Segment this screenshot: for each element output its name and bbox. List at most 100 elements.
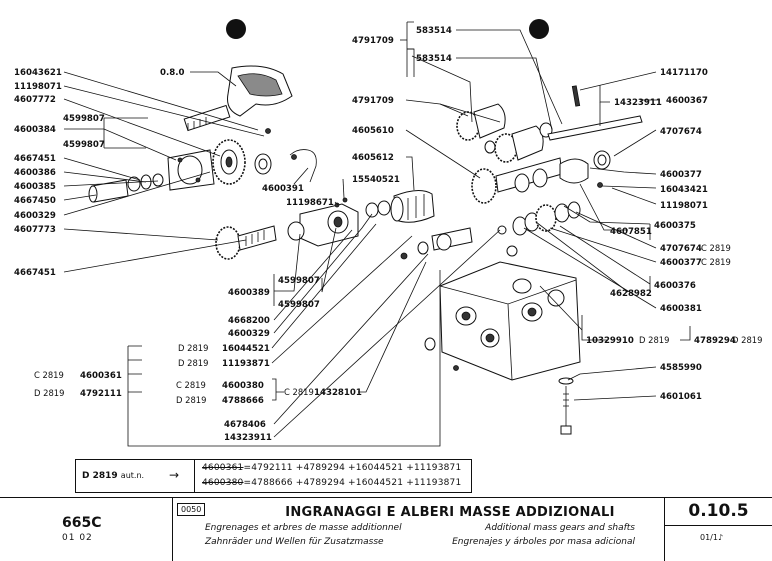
label-14323911-left: 14323911: [224, 433, 272, 443]
label-16044521: 16044521: [222, 344, 270, 354]
crankshaft-drawing: [183, 65, 293, 132]
pin-4678406-drawing: [400, 225, 507, 260]
label-4607773: 4607773: [14, 225, 56, 235]
label-4599807-a: 4599807: [63, 114, 105, 124]
label-4788666: 4788666: [222, 396, 264, 406]
label-14328101: 14328101: [314, 388, 362, 398]
flange-hub-drawing: [167, 149, 215, 191]
label-10329910: 10329910: [586, 336, 634, 346]
label-c2819-4707674: C 2819: [701, 243, 731, 253]
bearing-4600377-drawing: [559, 158, 603, 188]
title-german: Zahnräder und Wellen für Zusatzmasse: [205, 537, 384, 547]
notes-tag: D 2819 aut.n.: [82, 471, 144, 481]
label-583514-a: 583514: [416, 26, 452, 36]
replacement-parts-row-1: =4792111 +4789294 +16044521 +11193871: [243, 463, 462, 473]
label-4600375: 4600375: [654, 221, 696, 231]
supersession-notes-box: D 2819 aut.n. → 4600361=4792111 +4789294…: [75, 459, 472, 493]
label-d2819-4792111: D 2819: [34, 388, 64, 398]
label-d2819-4788666: D 2819: [176, 395, 206, 405]
bolt-4601061-drawing: [558, 377, 574, 435]
label-080: 0.8.0: [160, 68, 184, 78]
gearbox-housing-drawing: [424, 245, 581, 381]
label-4667450: 4667450: [14, 196, 56, 206]
title-spanish: Engrenajes y árboles por masa adicional: [452, 537, 635, 547]
gear-4607772-drawing: [212, 139, 246, 185]
model-variant: 01 02: [62, 533, 93, 543]
label-4600367: 4600367: [666, 96, 708, 106]
label-c2819-4600377: C 2819: [701, 257, 731, 267]
shaft-4667450-drawing: [88, 173, 164, 203]
label-d2819-11193871: D 2819: [178, 358, 208, 368]
title-block: 665C 01 02 0050 INGRANAGGI E ALBERI MASS…: [0, 497, 772, 561]
title-block-divider-right: [664, 498, 665, 561]
label-4600381: 4600381: [660, 304, 702, 314]
sleeve-4605612-drawing: [390, 190, 435, 223]
shaft-14323911-drawing: [547, 85, 643, 170]
label-4792111: 4792111: [80, 389, 122, 399]
label-4628982: 4628982: [610, 289, 652, 299]
label-c2819-4600380: C 2819: [176, 380, 206, 390]
label-4607851: 4607851: [610, 227, 652, 237]
right-arrow-icon: →: [169, 468, 180, 482]
superseded-part-4600380: 4600380: [202, 478, 244, 488]
label-4789294: 4789294: [694, 336, 736, 346]
label-16043621: 16043621: [14, 68, 62, 78]
label-4600361: 4600361: [80, 371, 122, 381]
label-4607772: 4607772: [14, 95, 56, 105]
label-d2819-16044521: D 2819: [178, 343, 208, 353]
notes-divider: [194, 460, 195, 492]
label-4600385: 4600385: [14, 182, 56, 192]
label-4599807-c: 4599807: [278, 276, 320, 286]
label-15540521: 15540521: [352, 175, 400, 185]
label-4600376: 4600376: [654, 281, 696, 291]
label-4667451-bottom: 4667451: [14, 268, 56, 278]
label-4707674-bottom: 4707674: [660, 244, 702, 254]
part-labels: 16043621 11198071 4607772 4600384 459980…: [14, 26, 762, 443]
label-4585990: 4585990: [660, 363, 702, 373]
superseded-part-4600361: 4600361: [202, 463, 244, 473]
label-4600386: 4600386: [14, 168, 56, 178]
notes-tag-code: D 2819: [82, 471, 118, 481]
gear-stack-4707674-drawing: [512, 201, 581, 236]
section-code: 0050: [177, 503, 206, 516]
label-d2819-10329910: D 2819: [639, 335, 669, 345]
title-english: Additional mass gears and shafts: [485, 523, 635, 533]
label-11198071-left: 11198071: [14, 82, 62, 92]
label-4600389: 4600389: [228, 288, 270, 298]
label-c2819-14328101: C 2819: [284, 387, 314, 397]
label-4599807-b: 4599807: [63, 140, 105, 150]
balancer-gear-4791709-drawing: [456, 103, 553, 163]
title-french: Engrenages et arbres de masse additionne…: [205, 523, 402, 533]
exploded-parts-diagram: 16043621 11198071 4607772 4600384 459980…: [14, 19, 762, 447]
label-4605612: 4605612: [352, 153, 394, 163]
notes-tag-suffix: aut.n.: [120, 471, 145, 480]
label-583514-b: 583514: [416, 54, 452, 64]
page-code: 0.10.5: [688, 501, 749, 521]
gear-4607773-drawing: [215, 225, 277, 260]
label-4707674-top: 4707674: [660, 127, 702, 137]
supersession-row-1: 4600361=4792111 +4789294 +16044521 +1119…: [202, 463, 461, 473]
label-4600391: 4600391: [262, 184, 304, 194]
label-4600329-center: 4600329: [228, 329, 270, 339]
label-14171170: 14171170: [660, 68, 708, 78]
page-number: 01/1♪: [700, 533, 724, 542]
gear-4605610-drawing: [471, 157, 563, 204]
label-d2819-4789294: D 2819: [732, 335, 762, 345]
label-4599807-d: 4599807: [278, 300, 320, 310]
leader-lines: [63, 21, 691, 447]
registration-dot-right: [529, 19, 549, 39]
label-4600377-bottom: 4600377: [660, 258, 702, 268]
page-title: INGRANAGGI E ALBERI MASSE ADDIZIONALI: [285, 505, 615, 520]
label-11198671: 11198671: [286, 198, 334, 208]
label-4668200: 4668200: [228, 316, 270, 326]
label-4605610: 4605610: [352, 126, 394, 136]
label-4678406: 4678406: [224, 420, 266, 430]
label-4667451-top: 4667451: [14, 154, 56, 164]
registration-dot-left: [226, 19, 246, 39]
label-4600329-left: 4600329: [14, 211, 56, 221]
replacement-parts-row-2: =4788666 +4789294 +16044521 +11193871: [243, 478, 462, 488]
label-4601061: 4601061: [660, 392, 702, 402]
label-14323911-right: 14323911: [614, 98, 662, 108]
washers-left-drawing: [254, 128, 317, 183]
label-4791709-top: 4791709: [352, 36, 394, 46]
